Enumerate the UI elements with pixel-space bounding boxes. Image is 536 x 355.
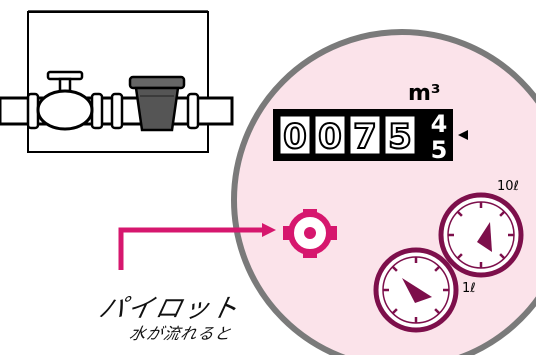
pilot-indicator-icon (283, 209, 337, 258)
valve-icon (36, 70, 94, 131)
callout-arrow-icon (118, 223, 276, 270)
dial-1l: 1ℓ (373, 247, 476, 333)
svg-text:5: 5 (388, 117, 412, 157)
svg-text:4: 4 (431, 110, 448, 138)
svg-text:7: 7 (353, 117, 377, 157)
pipe-inset (0, 10, 234, 153)
svg-text:5: 5 (431, 136, 448, 164)
odometer-digit: 0 (314, 115, 346, 158)
meter-dial: m³ 0 0 7 5 4 5 (231, 29, 536, 355)
dial-10l-label: 10ℓ (497, 179, 519, 194)
pipe (0, 92, 234, 130)
pointer-arrow-icon (458, 130, 468, 140)
unit-label: m³ (408, 81, 441, 106)
dial-10l: 10ℓ (438, 179, 524, 278)
dial-1l-needle (402, 278, 432, 303)
odometer-digit: 5 (384, 115, 416, 158)
dial-10l-ticks (448, 202, 514, 268)
svg-text:0: 0 (283, 117, 307, 157)
dial-10l-needle (477, 222, 492, 252)
svg-text:0: 0 (318, 117, 342, 157)
odometer: 0 0 7 5 4 5 (273, 109, 468, 164)
dial-1l-label: 1ℓ (462, 281, 476, 296)
odometer-digit: 7 (349, 115, 381, 158)
dial-1l-ticks (383, 257, 449, 323)
flow-label: 水が流れると (127, 324, 234, 343)
odometer-rolling-digit: 4 5 (425, 109, 453, 164)
odometer-digit: 0 (279, 115, 311, 158)
meter-body-icon (128, 75, 186, 132)
